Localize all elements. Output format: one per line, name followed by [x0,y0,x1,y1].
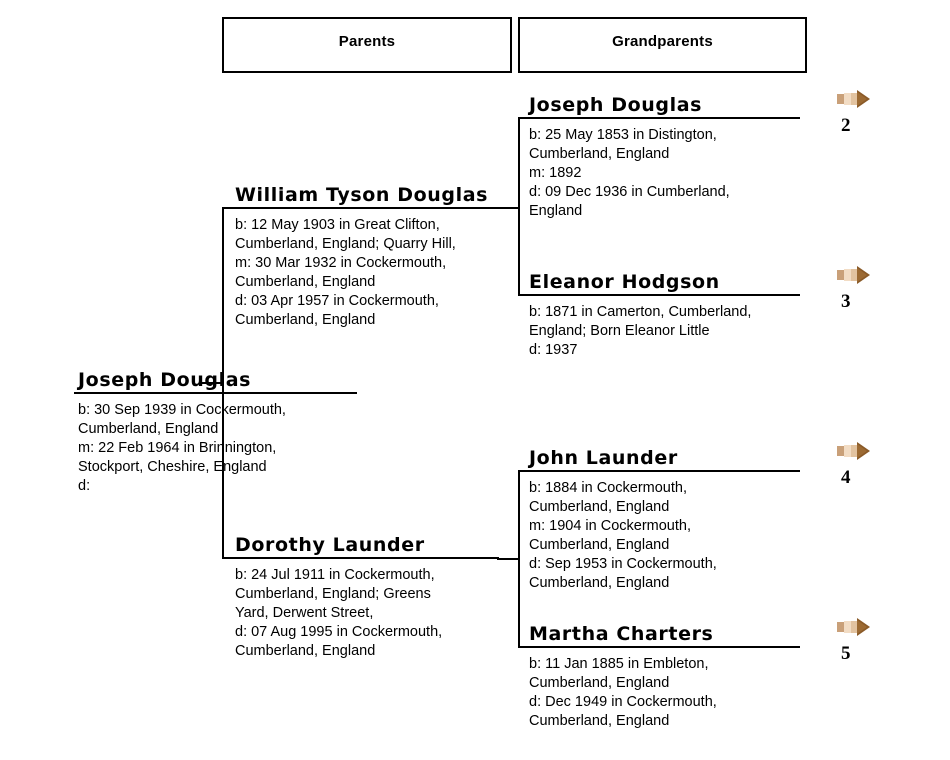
person-name-paternal-grandmother: Eleanor Hodgson [529,271,720,293]
rule-mother [222,557,499,559]
person-details-maternal-grandmother: b: 11 Jan 1885 in Embleton, Cumberland, … [529,656,717,729]
column-header-parents: Parents [222,17,512,73]
column-header-grandparents-label: Grandparents [612,33,713,50]
connector-paternal-stub [497,207,520,209]
rule-root [74,392,357,394]
reference-number-3: 3 [841,291,851,312]
person-details-father: b: 12 May 1903 in Great Clifton, Cumberl… [235,217,456,328]
rule-maternal-grandmother [518,646,800,648]
connector-maternal-stub [497,558,520,560]
reference-number-2: 2 [841,115,851,136]
right-arrow-icon[interactable] [836,89,872,109]
column-header-grandparents: Grandparents [518,17,807,73]
connector-paternal-grandparents-spine [518,117,520,296]
connector-parents-stub [200,382,224,384]
person-details-root: b: 30 Sep 1939 in Cockermouth, Cumberlan… [78,402,286,494]
person-name-mother: Dorothy Launder [235,534,425,556]
person-name-father: William Tyson Douglas [235,184,489,206]
right-arrow-icon[interactable] [836,265,872,285]
right-arrow-icon[interactable] [836,441,872,461]
right-arrow-icon[interactable] [836,617,872,637]
person-details-paternal-grandmother: b: 1871 in Camerton, Cumberland, England… [529,304,752,358]
rule-maternal-grandfather [518,470,800,472]
person-name-paternal-grandfather: Joseph Douglas [529,94,703,116]
rule-paternal-grandmother [518,294,800,296]
person-details-maternal-grandfather: b: 1884 in Cockermouth, Cumberland, Engl… [529,480,717,591]
reference-number-5: 5 [841,643,851,664]
reference-number-4: 4 [841,467,851,488]
person-name-maternal-grandmother: Martha Charters [529,623,714,645]
rule-father [222,207,499,209]
column-header-parents-label: Parents [338,33,396,50]
person-name-root: Joseph Douglas [78,369,252,391]
person-details-paternal-grandfather: b: 25 May 1853 in Distington, Cumberland… [529,127,730,219]
person-details-mother: b: 24 Jul 1911 in Cockermouth, Cumberlan… [235,567,443,659]
person-name-maternal-grandfather: John Launder [529,447,678,469]
rule-paternal-grandfather [518,117,800,119]
